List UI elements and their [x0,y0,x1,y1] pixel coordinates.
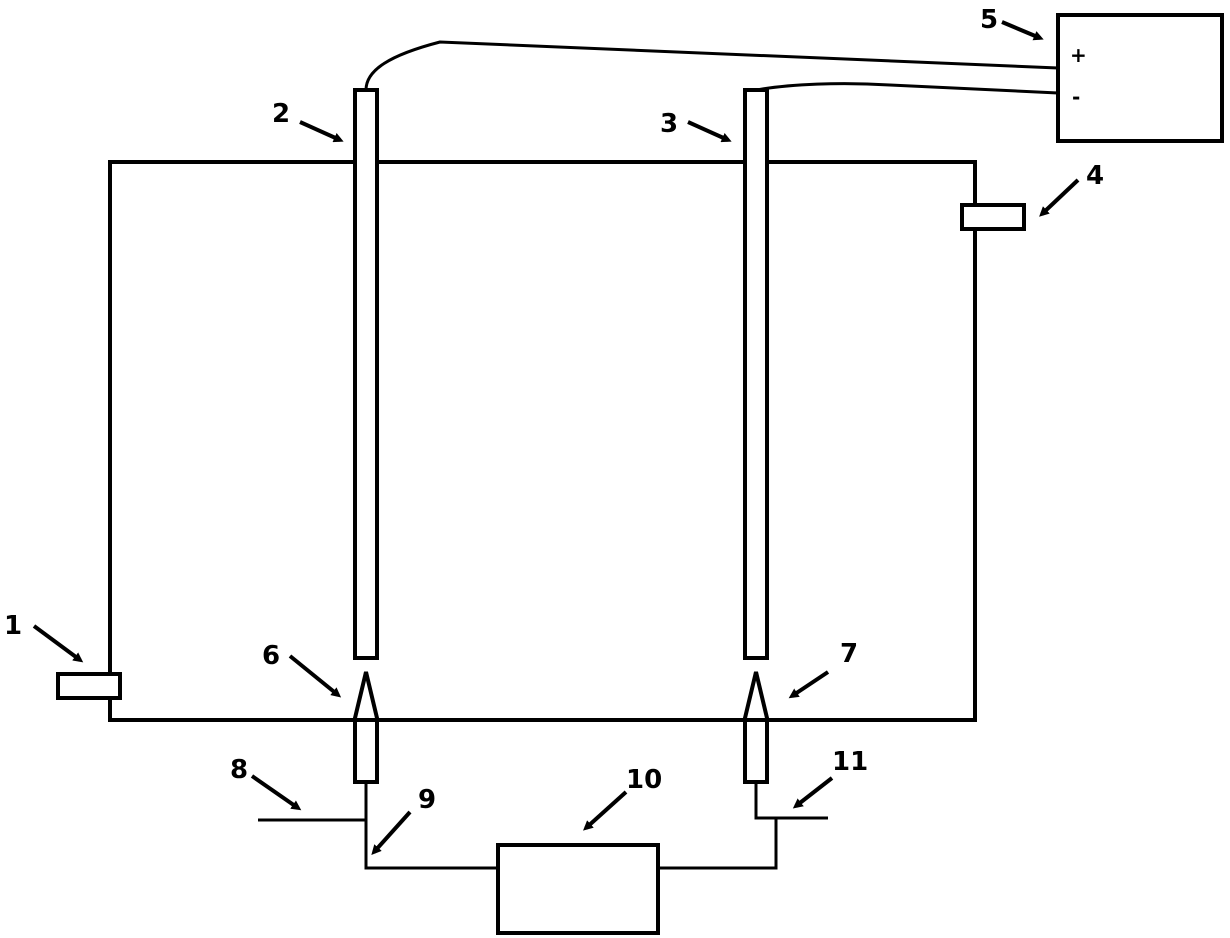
wire-positive [364,40,1059,91]
pipe-9 [364,782,498,870]
arrow-8 [250,774,302,811]
arrow-1 [32,624,84,663]
arrow-10 [583,790,628,831]
arrow-5 [1001,20,1044,41]
tank-body [108,160,977,722]
label-6: 6 [262,641,280,671]
arrow-11 [792,776,834,809]
label-7: 7 [840,639,858,669]
pump-10 [496,843,660,935]
wire-negative [755,82,1059,95]
arrow-2 [299,120,344,143]
label-8: 8 [230,755,248,785]
arrow-6 [288,654,342,698]
pipe-right [658,818,778,870]
arrow-7 [788,670,830,699]
arrow-4 [1039,178,1080,217]
inlet-11 [754,782,828,820]
label-9: 9 [418,785,436,815]
arrow-9 [371,810,412,855]
label-2: 2 [272,99,290,129]
label-3: 3 [660,109,678,139]
positive-terminal: + [1070,43,1087,67]
port-4 [960,203,1026,231]
negative-terminal: - [1072,85,1080,109]
label-1: 1 [4,611,22,641]
power-supply-5 [1056,13,1224,143]
label-5: 5 [980,5,998,35]
nozzle-7 [743,671,769,784]
nozzle-6 [353,671,379,784]
arrow-3 [687,120,732,143]
label-11: 11 [832,747,868,777]
electrode-2 [353,88,379,660]
electrode-3 [743,88,769,660]
label-10: 10 [626,765,662,795]
port-1 [56,672,122,700]
label-4: 4 [1086,161,1104,191]
